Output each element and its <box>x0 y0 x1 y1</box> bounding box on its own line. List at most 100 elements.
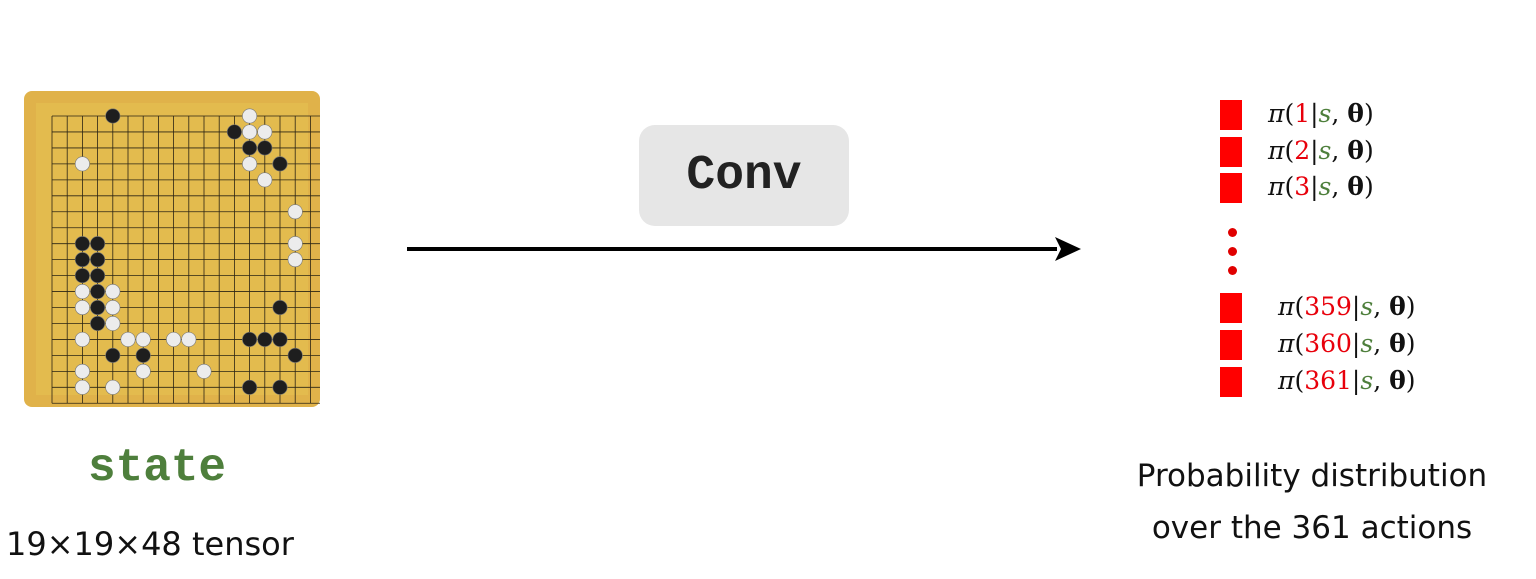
white-stone <box>105 284 121 300</box>
ellipsis-dot <box>1228 247 1237 256</box>
distribution-title: Probability distribution over the 361 ac… <box>1090 450 1534 554</box>
action-index: 2 <box>1294 136 1311 165</box>
black-stone <box>90 300 106 316</box>
tensor-shape-label: 19×19×48 tensor <box>6 525 294 563</box>
theta-symbol: θ <box>1347 136 1364 165</box>
black-stone <box>226 124 242 140</box>
action-index: 361 <box>1304 366 1352 395</box>
comma: , <box>1331 99 1348 128</box>
white-stone <box>74 331 90 347</box>
pi-symbol: π <box>1268 172 1285 201</box>
distribution-title-line1: Probability distribution <box>1136 458 1488 494</box>
white-stone <box>242 108 258 124</box>
black-stone <box>272 379 288 395</box>
given-bar: | <box>1310 136 1319 165</box>
state-symbol: s <box>1360 366 1374 395</box>
ellipsis-dot <box>1228 228 1237 237</box>
white-stone <box>74 300 90 316</box>
black-stone <box>105 108 121 124</box>
theta-symbol: θ <box>1347 172 1364 201</box>
white-stone <box>257 172 273 188</box>
white-stone <box>74 363 90 379</box>
comma: , <box>1373 292 1390 321</box>
black-stone <box>90 268 106 284</box>
black-stone <box>287 347 303 363</box>
comma: , <box>1331 136 1348 165</box>
theta-symbol: θ <box>1347 99 1364 128</box>
paren-open: ( <box>1294 329 1305 358</box>
black-stone <box>257 140 273 156</box>
arrow <box>407 237 1081 261</box>
black-stone <box>90 252 106 268</box>
black-stone <box>90 315 106 331</box>
probability-label: π(359|s, θ) <box>1278 294 1416 319</box>
black-stone <box>257 331 273 347</box>
black-stone <box>272 331 288 347</box>
white-stone <box>287 236 303 252</box>
black-stone <box>242 331 258 347</box>
comma: , <box>1331 172 1348 201</box>
black-stone <box>90 236 106 252</box>
white-stone <box>166 331 182 347</box>
probability-bar <box>1220 367 1242 397</box>
paren-open: ( <box>1284 136 1295 165</box>
probability-label: π(3|s, θ) <box>1268 174 1374 199</box>
given-bar: | <box>1310 172 1319 201</box>
probability-bar <box>1220 100 1242 130</box>
white-stone <box>74 156 90 172</box>
black-stone <box>242 140 258 156</box>
white-stone <box>196 363 212 379</box>
probability-bar <box>1220 137 1242 167</box>
pi-symbol: π <box>1278 292 1295 321</box>
white-stone <box>242 124 258 140</box>
pi-symbol: π <box>1268 136 1285 165</box>
paren-close: ) <box>1363 99 1374 128</box>
conv-label: Conv <box>686 148 802 203</box>
white-stone <box>287 252 303 268</box>
pi-symbol: π <box>1278 366 1295 395</box>
white-stone <box>135 363 151 379</box>
white-stone <box>105 300 121 316</box>
go-board-image <box>24 91 320 407</box>
probability-bar <box>1220 173 1242 203</box>
probability-label: π(2|s, θ) <box>1268 138 1374 163</box>
white-stone <box>105 315 121 331</box>
paren-close: ) <box>1363 136 1374 165</box>
white-stone <box>74 284 90 300</box>
state-label: state <box>88 442 227 494</box>
black-stone <box>105 347 121 363</box>
paren-close: ) <box>1363 172 1374 201</box>
state-symbol: s <box>1318 136 1332 165</box>
paren-open: ( <box>1294 366 1305 395</box>
distribution-title-line2: over the 361 actions <box>1151 510 1473 546</box>
comma: , <box>1373 366 1390 395</box>
given-bar: | <box>1310 99 1319 128</box>
ellipsis-dot <box>1228 266 1237 275</box>
probability-label: π(360|s, θ) <box>1278 331 1416 356</box>
white-stone <box>242 156 258 172</box>
theta-symbol: θ <box>1389 292 1406 321</box>
black-stone <box>90 284 106 300</box>
paren-open: ( <box>1284 172 1295 201</box>
action-index: 3 <box>1294 172 1311 201</box>
black-stone <box>74 268 90 284</box>
black-stone <box>135 347 151 363</box>
white-stone <box>74 379 90 395</box>
action-index: 1 <box>1294 99 1311 128</box>
state-symbol: s <box>1360 292 1374 321</box>
given-bar: | <box>1351 366 1361 395</box>
action-index: 359 <box>1304 292 1352 321</box>
paren-close: ) <box>1405 329 1416 358</box>
pi-symbol: π <box>1268 99 1285 128</box>
board-stones <box>74 108 303 395</box>
paren-open: ( <box>1284 99 1295 128</box>
white-stone <box>181 331 197 347</box>
probability-bar <box>1220 330 1242 360</box>
probability-label: π(361|s, θ) <box>1278 368 1416 393</box>
white-stone <box>257 124 273 140</box>
probability-label: π(1|s, θ) <box>1268 101 1374 126</box>
pi-symbol: π <box>1278 329 1295 358</box>
state-symbol: s <box>1360 329 1374 358</box>
comma: , <box>1373 329 1390 358</box>
black-stone <box>74 252 90 268</box>
